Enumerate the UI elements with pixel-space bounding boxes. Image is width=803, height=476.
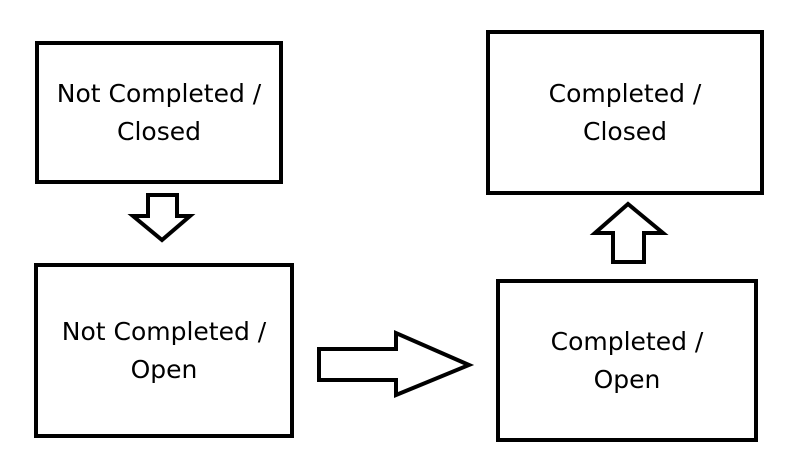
state-label: Not Completed / Closed [57,75,261,151]
state-label-line: Completed / [548,78,702,108]
arrow-right-icon [317,329,475,398]
state-label-line: Closed [117,116,201,146]
state-label-line: Open [130,354,198,384]
state-completed-closed: Completed / Closed [486,30,764,195]
state-label-line: Not Completed / [61,316,267,346]
state-not-completed-closed: Not Completed / Closed [35,41,283,184]
state-label-line: Closed [583,116,667,146]
state-label-line: Not Completed / [56,78,262,108]
state-completed-open: Completed / Open [496,279,758,442]
arrow-down-icon [127,193,196,243]
state-label-line: Completed / [550,326,704,356]
state-label-line: Open [593,364,661,394]
state-label: Completed / Closed [549,75,702,151]
arrow-up-icon [589,201,669,264]
state-label: Completed / Open [551,323,704,399]
state-label: Not Completed / Open [62,313,266,389]
state-not-completed-open: Not Completed / Open [34,263,294,438]
